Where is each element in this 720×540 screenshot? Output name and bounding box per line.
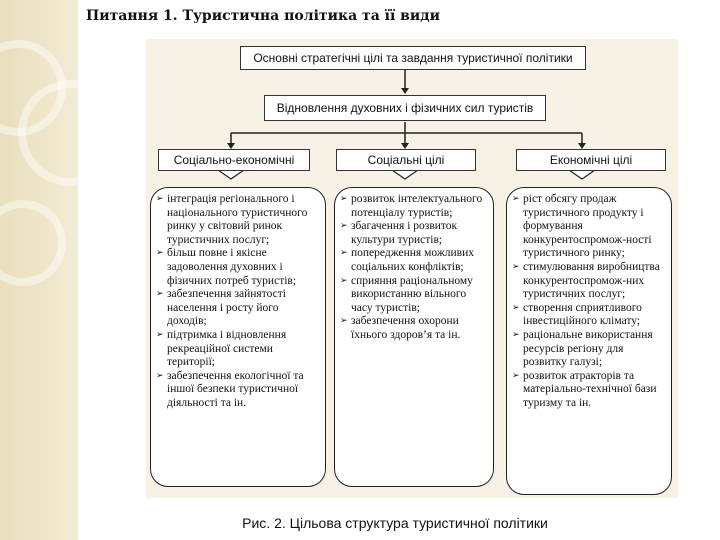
list-item: більш повне і якісне задоволення духовни…	[156, 247, 319, 288]
list-item: розвиток інтелектуального потенціалу тур…	[340, 193, 487, 220]
connector-lines	[216, 70, 597, 180]
list-item: збагачення і розвиток культури туристів;	[340, 220, 487, 247]
decorative-ring	[0, 200, 66, 286]
list-item: раціональне використання ресурсів регіон…	[512, 329, 665, 370]
decorative-side-stripe	[0, 0, 124, 540]
list-item: попередження можливих соціальних конфлік…	[340, 247, 487, 274]
column-header-social: Соціальні цілі	[336, 149, 476, 171]
top-goal-box: Основні стратегічні цілі та завдання тур…	[240, 46, 586, 70]
list-item: інтеграція регіонального і національного…	[156, 193, 319, 247]
list-item: стимулювання виробництва конкурентоспром…	[512, 261, 665, 302]
list-item: розвиток атракторів та матеріально-техні…	[512, 370, 665, 411]
secondary-goal-box: Відновлення духовних і фізичних сил тури…	[264, 95, 546, 121]
list-item: сприяння раціональному використанню віль…	[340, 275, 487, 316]
figure-caption: Рис. 2. Цільова структура туристичної по…	[242, 515, 548, 531]
list-item: забезпечення охорони їхнього здоров’я та…	[340, 315, 487, 342]
goal-column-socio-economic: інтеграція регіонального і національного…	[150, 187, 326, 487]
list-item: підтримка і відновлення рекреаційної сис…	[156, 329, 319, 370]
diagram-figure: Основні стратегічні цілі та завдання тур…	[146, 39, 678, 498]
page-title: Питання 1. Туристична політика та її вид…	[86, 8, 440, 24]
list-item: створення сприятливого інвестиційного кл…	[512, 302, 665, 329]
decorative-ring	[18, 80, 124, 186]
goal-column-economic: ріст обсягу продаж туристичного продукту…	[506, 187, 672, 495]
list-item: забезпечення екологічної та іншої безпек…	[156, 370, 319, 411]
goal-column-social: розвиток інтелектуального потенціалу тур…	[334, 187, 494, 487]
column-header-socio-economic: Соціально-економічні	[158, 149, 310, 171]
list-item: забезпечення зайнятості населення і рост…	[156, 288, 319, 329]
list-item: ріст обсягу продаж туристичного продукту…	[512, 193, 665, 261]
column-header-economic: Економічні цілі	[516, 149, 666, 171]
